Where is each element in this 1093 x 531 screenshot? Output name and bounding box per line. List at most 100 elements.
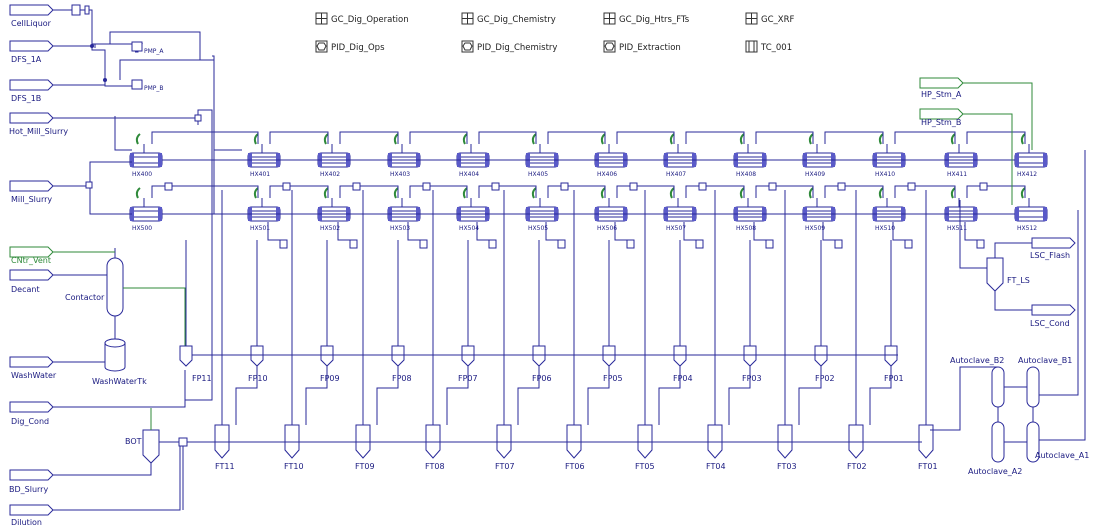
- flash-tank-ft06[interactable]: FT06: [565, 190, 585, 471]
- heater-bottom-0[interactable]: HX500: [129, 187, 163, 232]
- stream-tag-lsc-flash[interactable]: LSC_Flash: [1030, 237, 1076, 260]
- link-button-pid-dig-ops[interactable]: PID_Dig_Ops: [315, 40, 385, 53]
- link-button-tc-001[interactable]: TC_001: [745, 40, 792, 53]
- flash-tank-ft09[interactable]: FT09: [355, 190, 375, 471]
- autoclave-a2[interactable]: Autoclave_A2: [968, 421, 1022, 476]
- stream-tag-bd-slurry[interactable]: BD_Slurry: [9, 469, 54, 494]
- link-button-pid-dig-chemistry[interactable]: PID_Dig_Chemistry: [461, 40, 557, 53]
- heater-bottom-6[interactable]: HX506: [594, 187, 628, 232]
- heater-bottom-12[interactable]: HX512: [1014, 187, 1048, 232]
- heater-bottom-11[interactable]: HX511: [944, 187, 978, 232]
- stream-tag-dilution[interactable]: Dilution: [9, 504, 54, 527]
- stream-tag-hot-mill-slurry[interactable]: Hot_Mill_Slurry: [9, 112, 68, 136]
- flash-pot-fp10[interactable]: FP10: [248, 240, 268, 383]
- flash-pot-fp01[interactable]: FP01: [884, 240, 904, 383]
- autoclave-b2[interactable]: Autoclave_B2: [950, 356, 1005, 408]
- link-button-gc-xrf[interactable]: GC_XRF: [745, 12, 795, 25]
- heater-top-12[interactable]: HX412: [1014, 133, 1048, 178]
- flash-pot-fp11[interactable]: FP11: [179, 240, 212, 383]
- heater-bottom-5[interactable]: HX505: [525, 187, 559, 232]
- link-button-pid-extraction[interactable]: PID_Extraction: [603, 40, 681, 53]
- stream-tag-dfs-1b[interactable]: DFS_1B: [9, 79, 54, 103]
- stream-tag-hp-stm-a[interactable]: HP_Stm_A: [919, 77, 964, 99]
- heater-top-3[interactable]: HX403: [387, 133, 421, 178]
- heater-top-10[interactable]: HX410: [872, 133, 906, 178]
- flash-tank-ft04[interactable]: FT04: [706, 190, 726, 471]
- flash-tank-ft11[interactable]: FT11: [214, 190, 235, 471]
- heater-top-5[interactable]: HX405: [525, 133, 559, 178]
- link-button-gc-dig-htrs-fts[interactable]: GC_Dig_Htrs_FTs: [603, 12, 690, 25]
- stream-tag-cell-liquor[interactable]: CellLiquor: [9, 4, 54, 28]
- heater-top-9[interactable]: HX409: [802, 133, 836, 178]
- stream-tag-decant[interactable]: Decant: [9, 269, 54, 294]
- flash-pot-fp08[interactable]: FP08: [391, 240, 412, 383]
- stream-tag-mill-slurry[interactable]: Mill_Slurry: [9, 180, 54, 204]
- heater-top-0[interactable]: HX400: [129, 133, 163, 178]
- heater-bottom-8[interactable]: HX508: [733, 187, 767, 232]
- heater-label: HX501: [250, 225, 270, 232]
- flash-pot-fp02[interactable]: FP02: [814, 240, 835, 383]
- stream-label: CellLiquor: [11, 19, 52, 28]
- autoclave-label: Autoclave_A1: [1035, 451, 1089, 460]
- pump-label: PMP_A: [144, 48, 164, 55]
- flash-tank-ft02[interactable]: FT02: [847, 190, 867, 471]
- stream-tag-dig-cond[interactable]: Dig_Cond: [9, 401, 54, 426]
- flash-pot-fp09[interactable]: FP09: [320, 240, 340, 383]
- heater-label: HX400: [132, 171, 152, 178]
- heater-bottom-1[interactable]: HX501: [247, 187, 281, 232]
- heater-top-7[interactable]: HX407: [663, 133, 697, 178]
- heater-top-11[interactable]: HX411: [944, 133, 978, 178]
- pump-b[interactable]: PMP_B: [120, 79, 164, 92]
- flash-tank-ft01[interactable]: FT01: [918, 190, 938, 471]
- link-label: GC_XRF: [761, 15, 795, 25]
- flash-tank-label: FT01: [918, 462, 938, 471]
- stream-tag-cntr-vent[interactable]: CNtr_Vent: [9, 246, 54, 265]
- heater-bottom-7[interactable]: HX507: [663, 187, 697, 232]
- ft-ls-tank[interactable]: FT_LS: [986, 257, 1030, 292]
- flash-tank-label: FT06: [565, 462, 585, 471]
- contactor[interactable]: Contactor: [65, 248, 124, 340]
- stream-label: BD_Slurry: [9, 485, 48, 494]
- wash-water-tank[interactable]: WashWaterTk: [92, 338, 147, 386]
- stream-label: Dilution: [11, 518, 42, 527]
- heater-bottom-9[interactable]: HX509: [802, 187, 836, 232]
- flash-pot-fp05[interactable]: FP05: [602, 240, 623, 383]
- heater-bottom-4[interactable]: HX504: [456, 187, 490, 232]
- heater-label: HX500: [132, 225, 152, 232]
- heater-top-4[interactable]: HX404: [456, 133, 490, 178]
- flash-tank-ft10[interactable]: FT10: [284, 190, 304, 471]
- heater-top-6[interactable]: HX406: [594, 133, 628, 178]
- link-label: PID_Dig_Ops: [331, 43, 385, 53]
- link-button-gc-dig-operation[interactable]: GC_Dig_Operation: [315, 12, 409, 25]
- flash-pot-fp07[interactable]: FP07: [458, 240, 478, 383]
- stream-tag-lsc-cond[interactable]: LSC_Cond: [1030, 304, 1076, 328]
- heater-top-1[interactable]: HX401: [247, 133, 281, 178]
- flash-pot-label: FP04: [673, 374, 693, 383]
- link-button-gc-dig-chemistry[interactable]: GC_Dig_Chemistry: [461, 12, 556, 25]
- flash-pot-fp03[interactable]: FP03: [742, 240, 762, 383]
- stream-label: LSC_Flash: [1030, 251, 1070, 260]
- stream-tag-dfs-1a[interactable]: DFS_1A: [9, 40, 54, 64]
- heater-top-2[interactable]: HX402: [317, 133, 351, 178]
- flash-tank-ft05[interactable]: FT05: [635, 190, 655, 471]
- autoclave-b1[interactable]: Autoclave_B1: [1018, 356, 1072, 408]
- heater-top-8[interactable]: HX408: [733, 133, 767, 178]
- slurry-feed-lines: [53, 55, 242, 401]
- flash-pot-label: FP03: [742, 374, 762, 383]
- heater-label: HX402: [320, 171, 340, 178]
- flash-tank-ft07[interactable]: FT07: [495, 190, 515, 471]
- flash-tank-ft03[interactable]: FT03: [777, 190, 797, 471]
- heater-bottom-10[interactable]: HX510: [872, 187, 906, 232]
- heater-label: HX401: [250, 171, 270, 178]
- stream-tag-wash-water[interactable]: WashWater: [9, 356, 57, 380]
- flash-pot-fp04[interactable]: FP04: [673, 240, 693, 383]
- stream-tag-hp-stm-b[interactable]: HP_Stm_B: [919, 108, 964, 127]
- heater-bottom-3[interactable]: HX503: [387, 187, 421, 232]
- heater-label: HX408: [736, 171, 756, 178]
- autoclave-a1[interactable]: Autoclave_A1: [1026, 421, 1089, 463]
- contactor-lines: [53, 251, 186, 408]
- flash-pot-fp06[interactable]: FP06: [532, 240, 552, 383]
- heater-bottom-2[interactable]: HX502: [317, 187, 351, 232]
- blow-off-tank[interactable]: BOT: [125, 429, 160, 464]
- flash-tank-ft08[interactable]: FT08: [425, 190, 445, 471]
